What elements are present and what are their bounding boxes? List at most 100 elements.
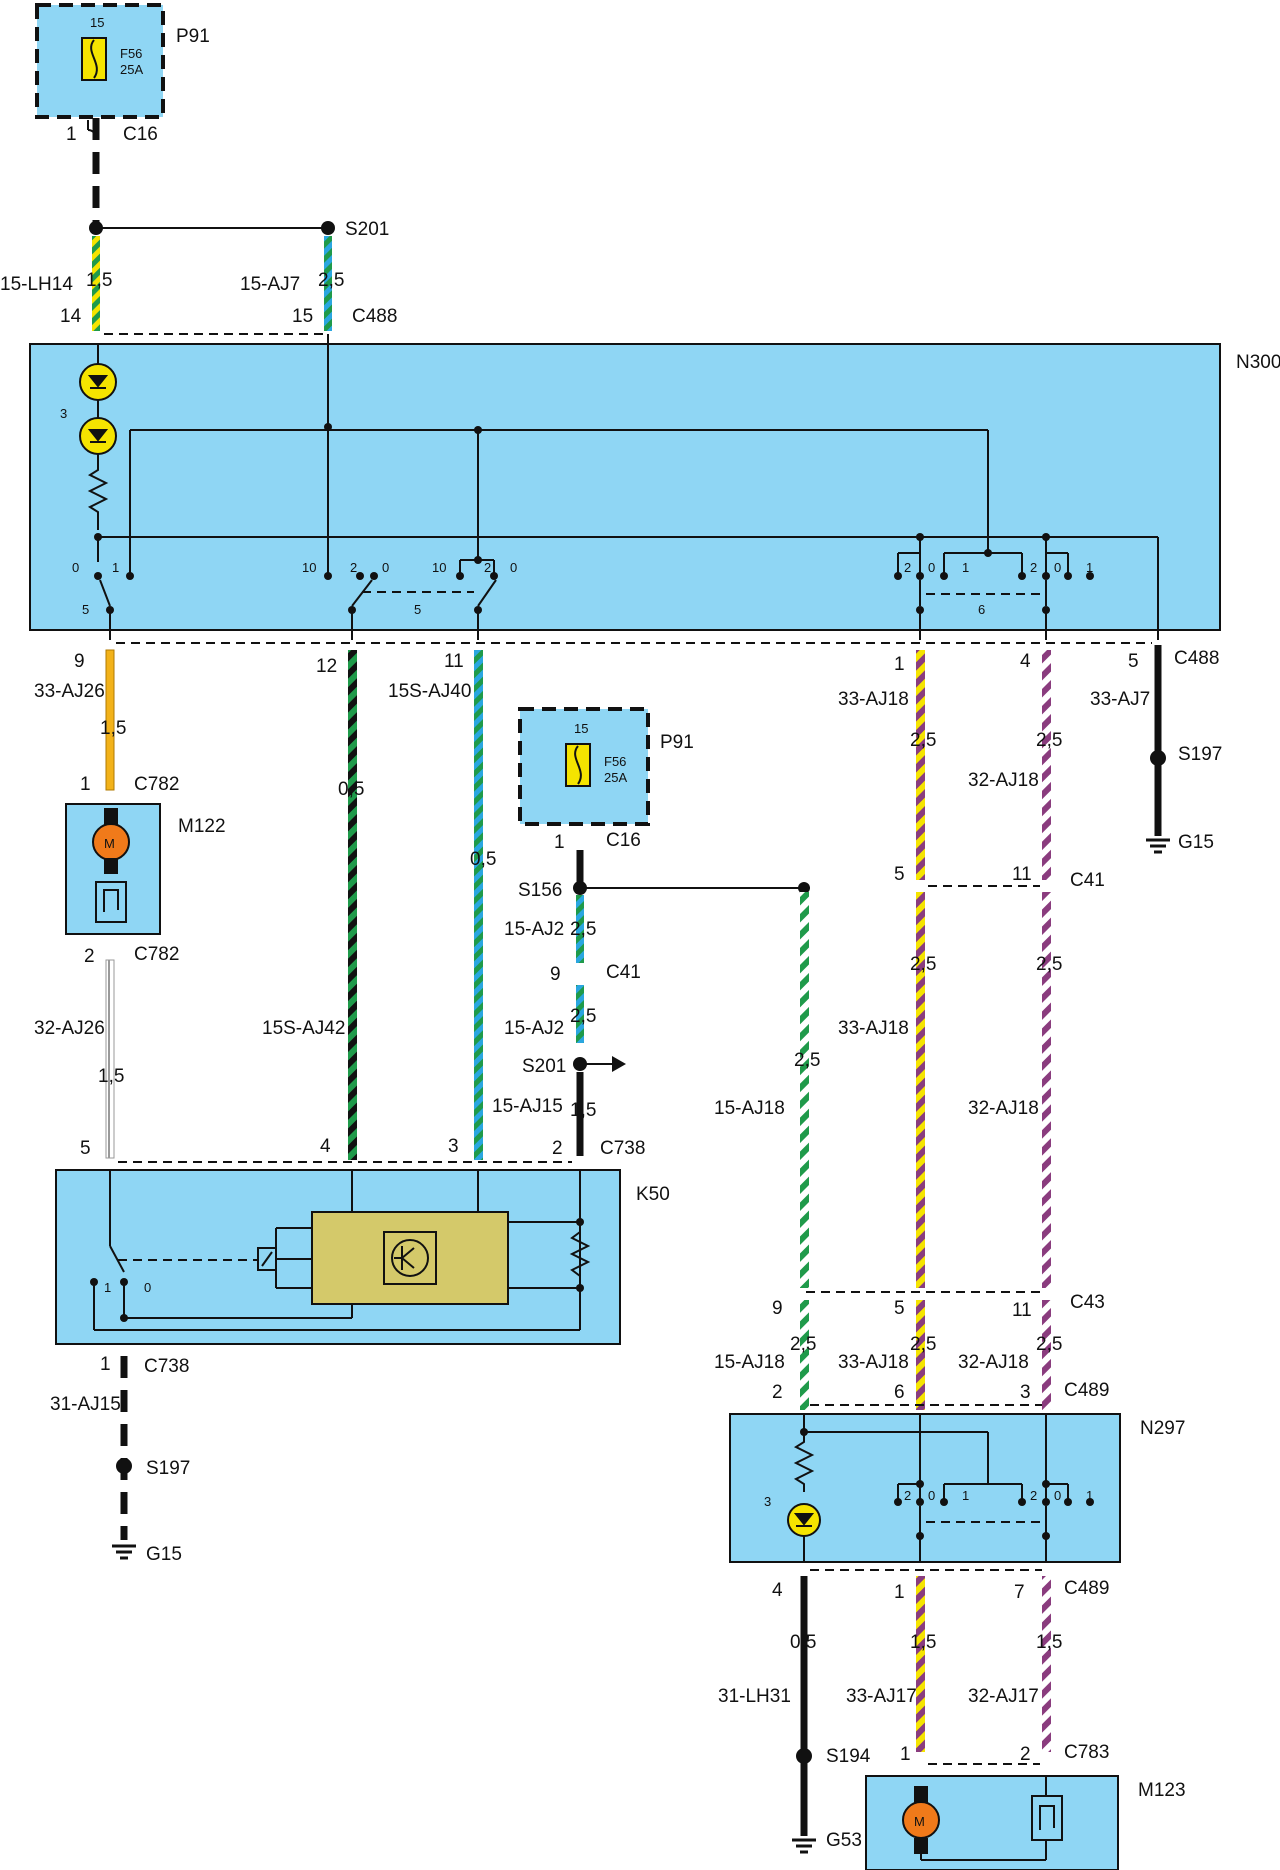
svg-text:2,5: 2,5 [1036, 730, 1062, 751]
svg-text:2: 2 [484, 560, 491, 575]
svg-text:5: 5 [1128, 651, 1139, 672]
wire-32-aj18 [1042, 650, 1051, 880]
svg-text:M122: M122 [178, 816, 226, 837]
svg-text:10: 10 [432, 560, 446, 575]
svg-text:15-AJ2: 15-AJ2 [504, 1018, 564, 1039]
splice-s194 [796, 1748, 812, 1764]
svg-text:1: 1 [962, 560, 969, 575]
svg-text:3: 3 [764, 1494, 771, 1509]
wire-15-aj18 [800, 892, 809, 1288]
svg-text:11: 11 [1012, 1300, 1032, 1321]
svg-text:5: 5 [82, 602, 89, 617]
svg-text:1,5: 1,5 [98, 1066, 124, 1087]
svg-text:32-AJ18: 32-AJ18 [958, 1352, 1029, 1373]
svg-text:15-LH14: 15-LH14 [0, 274, 73, 295]
wire-15-aj7 [324, 236, 332, 331]
svg-text:1,5: 1,5 [570, 1100, 596, 1121]
ground-icon [112, 1544, 136, 1560]
svg-text:1: 1 [554, 832, 565, 853]
svg-text:2: 2 [552, 1138, 563, 1159]
svg-text:10: 10 [302, 560, 316, 575]
splice-s197 [116, 1458, 132, 1474]
svg-text:1: 1 [900, 1744, 911, 1765]
svg-text:0: 0 [510, 560, 517, 575]
resistor-icon [87, 454, 109, 530]
wire-32-aj26 [105, 959, 115, 1159]
svg-text:C782: C782 [134, 944, 179, 965]
svg-text:15: 15 [292, 306, 313, 327]
svg-text:11: 11 [444, 651, 464, 672]
wire-15-lh14 [92, 236, 100, 331]
svg-text:2: 2 [1020, 1744, 1031, 1765]
svg-text:M: M [914, 1814, 925, 1829]
svg-text:0: 0 [144, 1280, 151, 1295]
svg-text:S194: S194 [826, 1746, 871, 1767]
svg-text:0: 0 [1054, 560, 1061, 575]
svg-text:1: 1 [112, 560, 119, 575]
svg-text:1: 1 [80, 774, 91, 795]
p91-top-rating: 25A [120, 62, 143, 77]
resistor-icon [793, 1432, 815, 1492]
wire-32-aj18-b [1042, 892, 1051, 1288]
svg-text:C488: C488 [352, 306, 397, 327]
svg-text:15S-AJ42: 15S-AJ42 [262, 1018, 345, 1039]
svg-text:33-AJ26: 33-AJ26 [34, 681, 105, 702]
svg-text:C489: C489 [1064, 1380, 1109, 1401]
svg-text:S197: S197 [146, 1458, 190, 1479]
svg-text:2,5: 2,5 [1036, 1334, 1062, 1355]
wire-33-aj26 [105, 649, 115, 791]
svg-text:33-AJ7: 33-AJ7 [1090, 689, 1150, 710]
wire-15s-aj42 [348, 650, 357, 1160]
svg-text:15-AJ7: 15-AJ7 [240, 274, 300, 295]
svg-text:5: 5 [80, 1138, 91, 1159]
wire-32-aj17 [1042, 1576, 1051, 1752]
svg-text:0: 0 [928, 1488, 935, 1503]
k50-module: K50 1 0 [55, 1169, 670, 1345]
svg-text:1,5: 1,5 [1036, 1632, 1062, 1653]
svg-text:2,5: 2,5 [1036, 954, 1062, 975]
svg-text:C489: C489 [1064, 1578, 1109, 1599]
svg-text:15S-AJ40: 15S-AJ40 [388, 681, 471, 702]
svg-text:33-AJ18: 33-AJ18 [838, 1018, 909, 1039]
wire-15s-aj40 [474, 650, 483, 1160]
p91-top-fuse: F56 [120, 46, 142, 61]
svg-text:0: 0 [928, 560, 935, 575]
svg-text:C43: C43 [1070, 1292, 1105, 1313]
svg-text:15: 15 [574, 721, 588, 736]
splice-s197 [1150, 750, 1166, 766]
svg-text:2: 2 [1030, 1488, 1037, 1503]
fuse-icon [81, 37, 107, 81]
wire-33-aj18-c [916, 1300, 925, 1410]
svg-text:2,5: 2,5 [570, 919, 596, 940]
svg-text:4: 4 [320, 1136, 331, 1157]
svg-text:0: 0 [382, 560, 389, 575]
m122-motor: M [65, 803, 161, 935]
p91-top-terminal: 15 [90, 15, 104, 30]
svg-text:2: 2 [84, 946, 95, 967]
svg-text:4: 4 [1020, 651, 1031, 672]
svg-text:S197: S197 [1178, 744, 1222, 765]
svg-text:0,5: 0,5 [470, 849, 496, 870]
thermal-breaker-icon [95, 881, 127, 923]
svg-text:0: 0 [72, 560, 79, 575]
svg-text:1,5: 1,5 [86, 270, 112, 291]
svg-text:2,5: 2,5 [910, 1334, 936, 1355]
svg-text:5: 5 [894, 1298, 905, 1319]
svg-text:14: 14 [60, 306, 82, 327]
svg-text:7: 7 [1014, 1582, 1025, 1603]
svg-text:F56: F56 [604, 754, 626, 769]
resistor-icon [569, 1231, 591, 1277]
svg-text:32-AJ17: 32-AJ17 [968, 1686, 1039, 1707]
wire-15-aj2-b [576, 985, 584, 1043]
wire-33-aj18 [916, 650, 925, 880]
p91-top-name: P91 [176, 26, 210, 47]
wire-15-aj18-c [800, 1300, 809, 1410]
svg-text:S201: S201 [345, 219, 389, 240]
svg-text:1,5: 1,5 [100, 718, 126, 739]
svg-text:0: 0 [1054, 1488, 1061, 1503]
svg-text:2: 2 [772, 1382, 783, 1403]
svg-text:1: 1 [894, 1582, 905, 1603]
svg-text:33-AJ18: 33-AJ18 [838, 689, 909, 710]
svg-text:G15: G15 [146, 1544, 182, 1565]
